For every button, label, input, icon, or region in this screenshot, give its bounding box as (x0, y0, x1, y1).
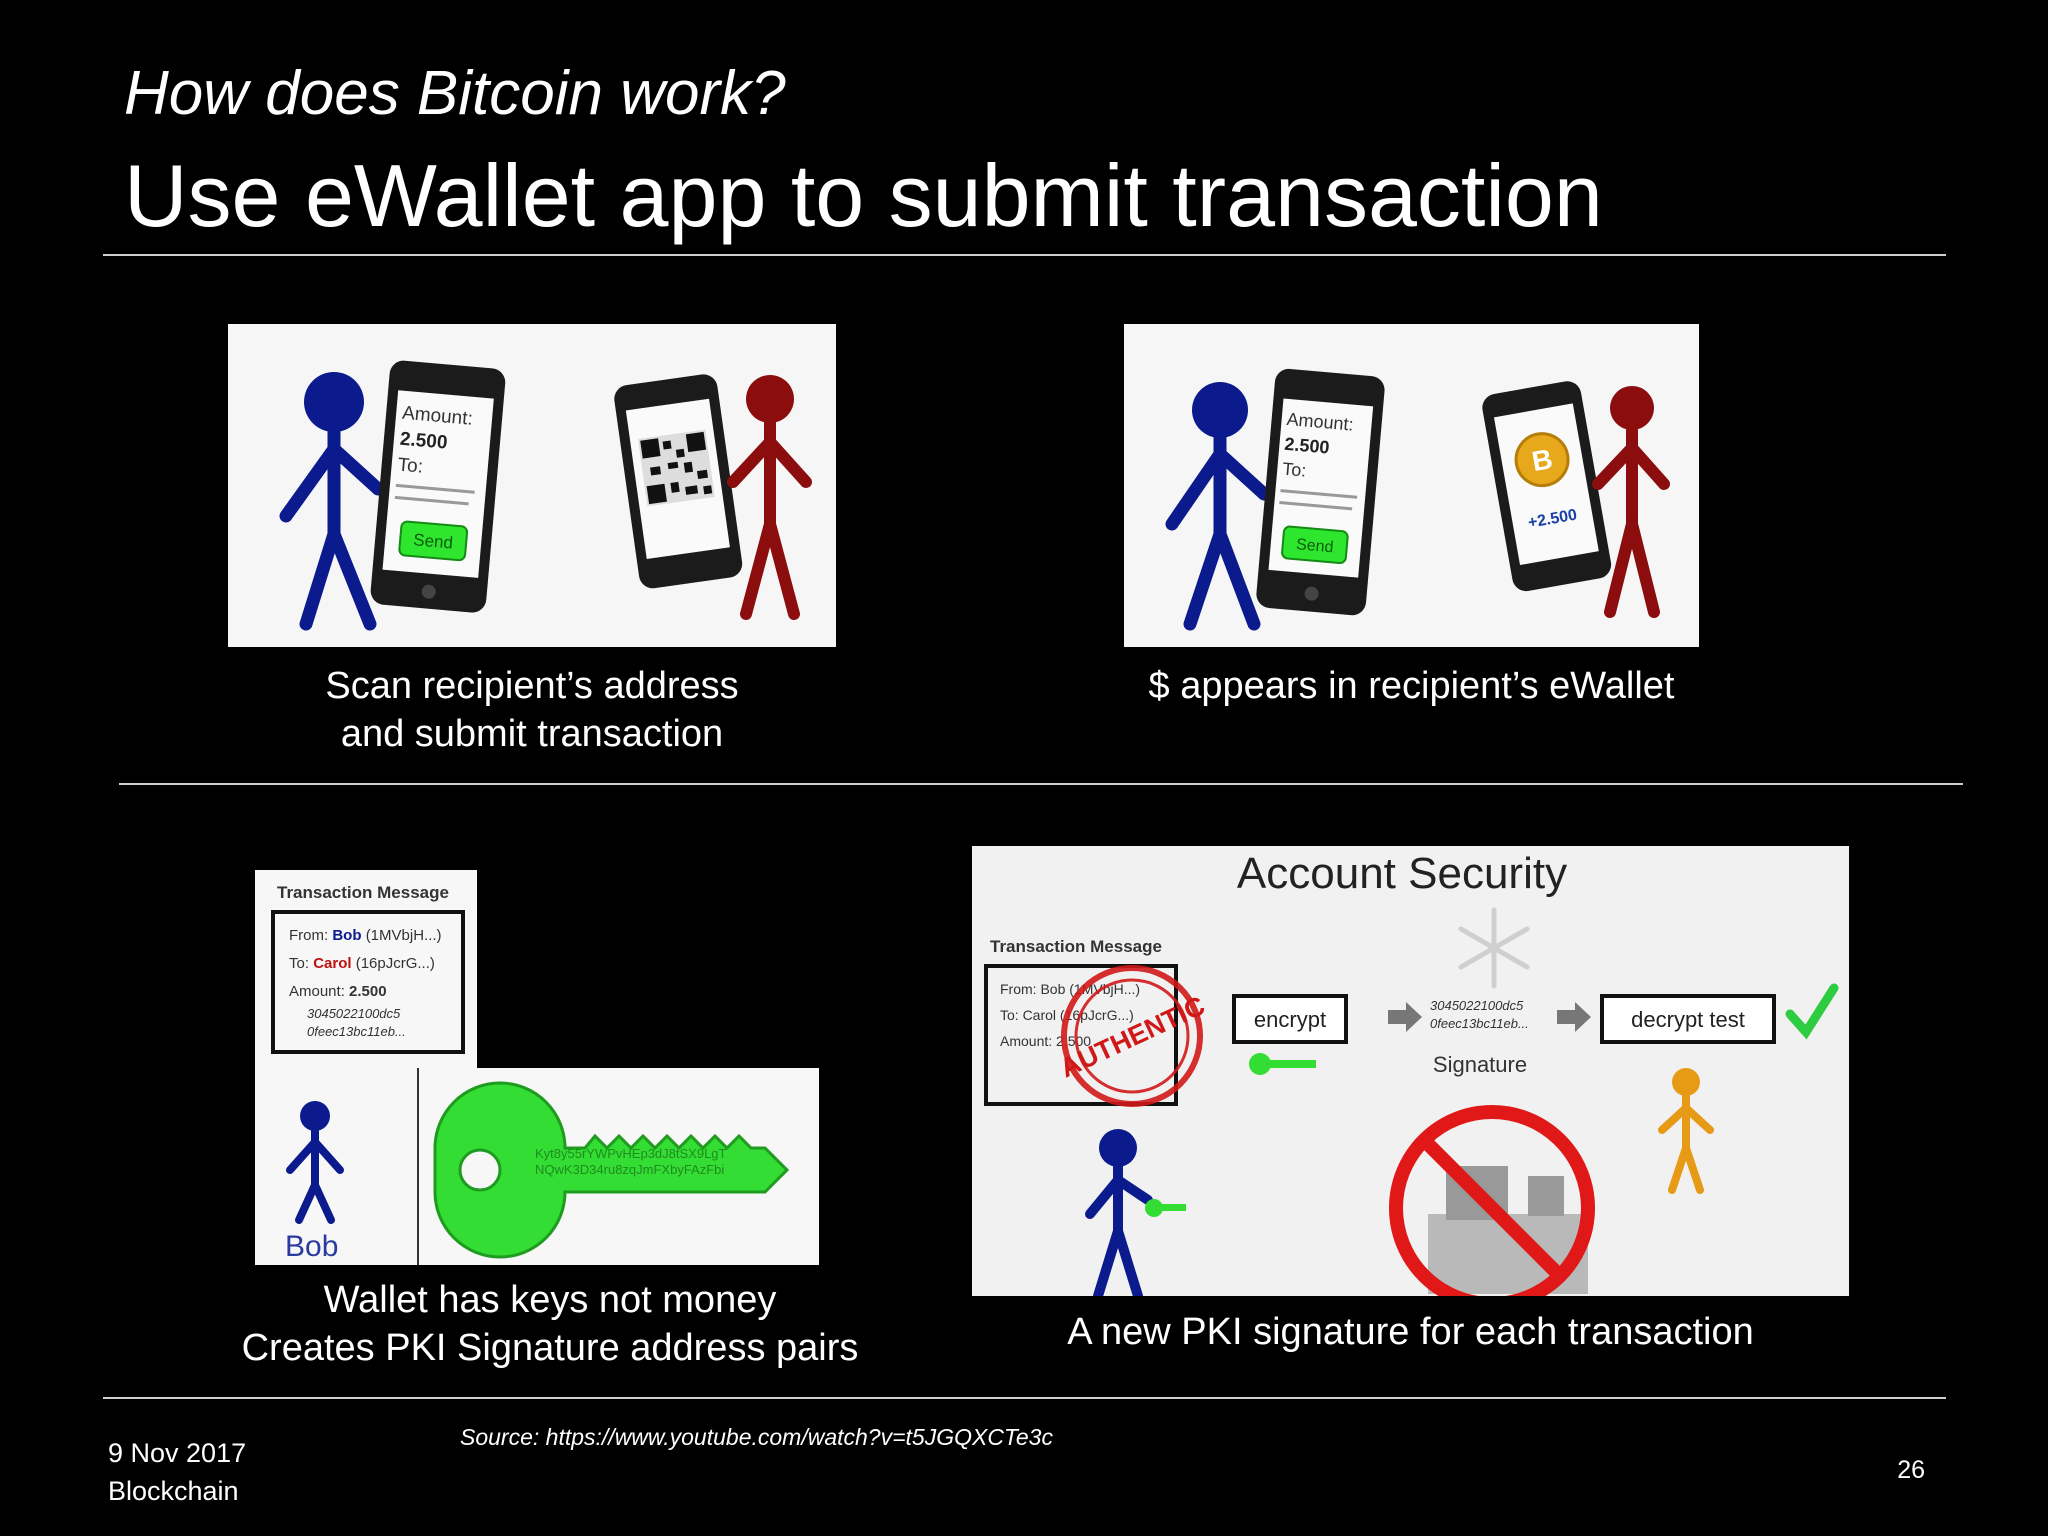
footer-date-block: 9 Nov 2017 Blockchain (108, 1434, 246, 1510)
wallet-sig-line2: 0feec13bc11eb... (307, 1024, 406, 1039)
checkmark-icon (1785, 983, 1839, 1040)
security-amount: Amount: 2.500 (1000, 1033, 1091, 1049)
security-sig-line2: 0feec13bc11eb... (1430, 1016, 1529, 1031)
wallet-caption: Wallet has keys not money Creates PKI Si… (200, 1276, 900, 1372)
wallet-msg-title: Transaction Message (277, 883, 449, 902)
wallet-key-line2: NQwK3D34ru8zqJmFXbyFAzFbi (535, 1162, 724, 1177)
stick-figure-icon (727, 375, 812, 620)
source-citation: Source: https://www.youtube.com/watch?v=… (460, 1424, 1053, 1450)
slide-kicker: How does Bitcoin work? (124, 59, 786, 128)
wallet-caption-line2: Creates PKI Signature address pairs (241, 1327, 859, 1369)
scan-send-label: Send (413, 530, 454, 552)
wallet-to-addr: (16pJcrG...) (356, 955, 435, 972)
wallet-caption-line1: Wallet has keys not money (323, 1279, 777, 1321)
svg-text:From: Bob (1MVbjH.: From: Bob (1MVbjH...) (289, 927, 442, 944)
middle-divider (119, 783, 1963, 785)
signature-label: Signature (1433, 1052, 1527, 1077)
wallet-key-line1: Kyt8y55rYWPvHEp3dJ8tSX9LgT (535, 1146, 727, 1161)
receive-send-label: Send (1295, 536, 1334, 556)
wallet-to-label: To: (289, 955, 309, 972)
scan-phone-to-label: To: (397, 455, 424, 478)
svg-text:To: Carol (16pJcrG: To: Carol (16pJcrG...) (289, 955, 435, 972)
stick-figure-icon (279, 372, 385, 631)
no-sign-icon (1389, 1105, 1595, 1296)
smartphone-icon: B +2.500 (1482, 381, 1612, 592)
scan-phone-amount-value: 2.500 (399, 429, 448, 454)
security-sig-line1: 3045022100dc5 (1430, 998, 1524, 1013)
security-illustration: Account Security Transaction Message Fro… (972, 846, 1849, 1296)
arrow-right-icon (1388, 1002, 1422, 1032)
key-icon (1145, 1199, 1186, 1217)
wallet-person-label: Bob (285, 1230, 338, 1263)
decrypt-label: decrypt test (1631, 1007, 1745, 1032)
receive-phone-amount-value: 2.500 (1284, 434, 1331, 458)
wallet-from-label: From: (289, 927, 328, 944)
wallet-amount-value: 2.500 (349, 983, 387, 1000)
scan-caption: Scan recipient’s address and submit tran… (228, 662, 836, 758)
wallet-illustration: Transaction Message From: Bob (1MVbjH...… (255, 870, 819, 1265)
wallet-from-name: Bob (332, 927, 361, 944)
footer-divider (103, 1397, 1946, 1399)
wallet-from-addr: (1MVbjH...) (366, 927, 442, 944)
security-title: Account Security (1237, 849, 1567, 898)
scan-illustration: Amount: 2.500 To: Send (228, 324, 836, 647)
page-number: 26 (1897, 1456, 1925, 1484)
footer-topic: Blockchain (108, 1476, 239, 1506)
title-divider (103, 254, 1946, 256)
svg-text:Amount: 2.500: Amount: 2.500 (289, 983, 387, 1000)
smartphone-icon: Amount: 2.500 To: Send (370, 360, 506, 613)
stick-figure-icon (1085, 1129, 1153, 1296)
stick-figure-icon (1165, 382, 1271, 631)
receive-illustration: Amount: 2.500 To: Send B +2.500 (1124, 324, 1699, 647)
key-icon (1249, 1053, 1316, 1075)
security-caption: A new PKI signature for each transaction (1067, 1311, 1754, 1353)
wallet-amount-label: Amount: (289, 983, 345, 1000)
snowflake-icon (1458, 907, 1530, 989)
qr-code-icon (637, 429, 715, 507)
receive-caption: $ appears in recipient’s eWallet (1148, 665, 1675, 707)
smartphone-icon (614, 374, 743, 589)
security-msg-title: Transaction Message (990, 937, 1162, 956)
arrow-right-icon (1557, 1002, 1591, 1032)
scan-caption-line1: Scan recipient’s address (325, 665, 739, 707)
receive-phone-to-label: To: (1282, 459, 1308, 481)
wallet-to-name: Carol (313, 955, 351, 972)
scan-caption-line2: and submit transaction (340, 713, 724, 755)
smartphone-icon: Amount: 2.500 To: Send (1256, 368, 1385, 616)
bitcoin-coin-icon: B (1514, 432, 1570, 488)
slide-title: Use eWallet app to submit transaction (124, 146, 1603, 245)
stick-figure-icon (1658, 1068, 1714, 1194)
wallet-sig-line1: 3045022100dc5 (307, 1006, 401, 1021)
footer-date: 9 Nov 2017 (108, 1438, 247, 1468)
security-from: From: Bob (1MVbjH...) (1000, 981, 1140, 997)
stick-figure-icon (286, 1101, 344, 1224)
stick-figure-icon (1592, 386, 1670, 618)
encrypt-label: encrypt (1254, 1007, 1326, 1032)
key-icon (433, 1081, 790, 1259)
